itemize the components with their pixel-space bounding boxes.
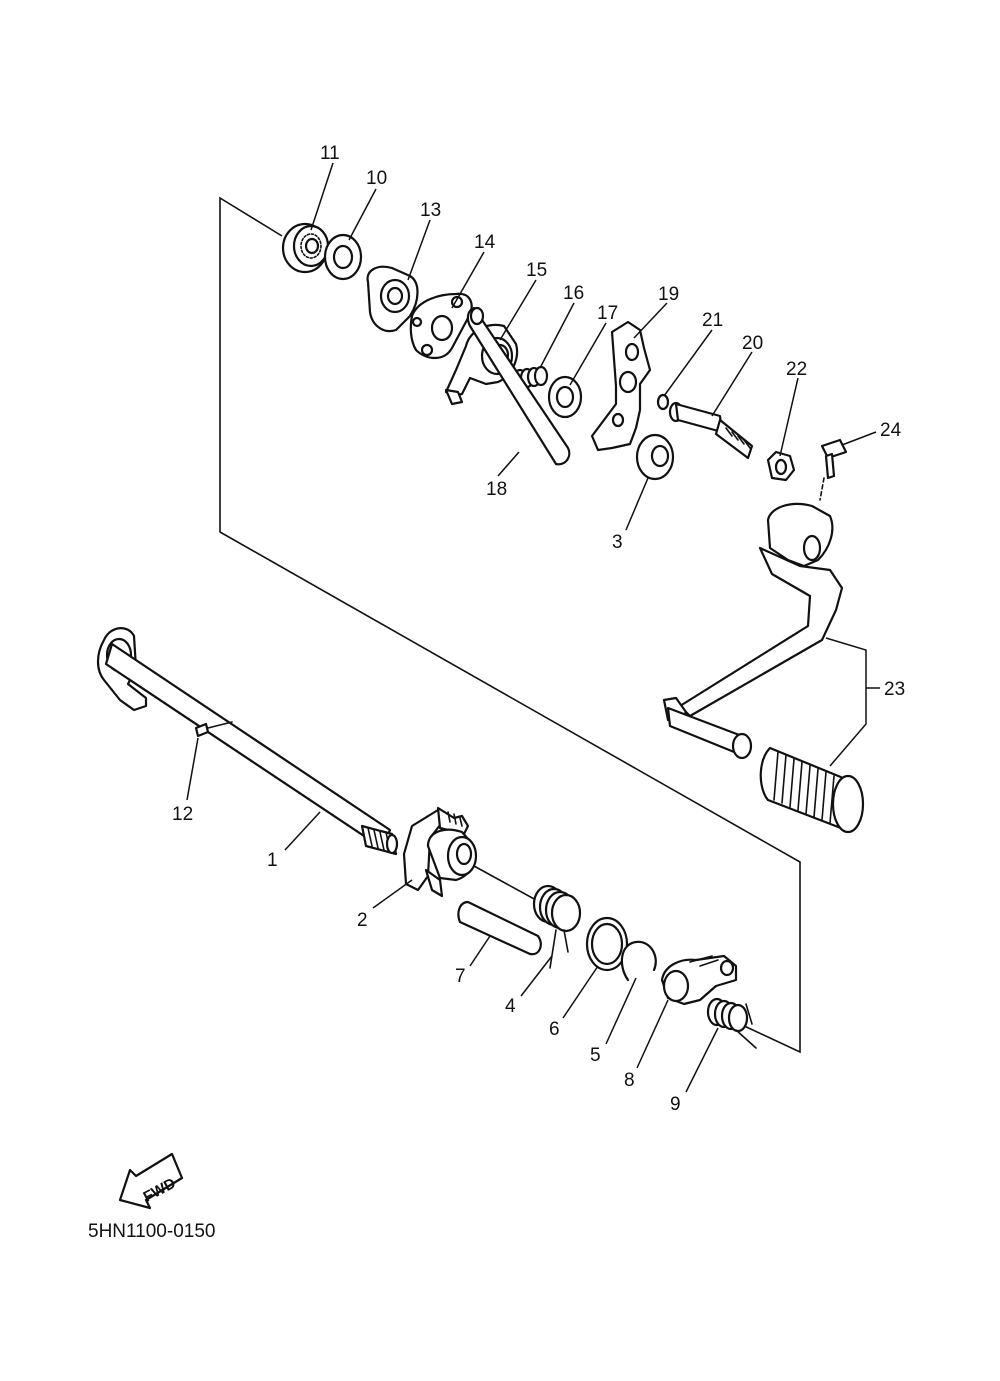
label-11[interactable]: 11 [320,143,340,164]
part-23-change-pedal[interactable] [662,502,865,834]
label-16[interactable]: 16 [563,283,584,304]
label-19[interactable]: 19 [658,284,679,305]
part-3-collar[interactable] [635,433,675,481]
label-8[interactable]: 8 [624,1070,635,1091]
part-1-shift-shaft[interactable] [96,627,399,856]
label-14[interactable]: 14 [474,232,496,253]
part-6-washer[interactable] [585,916,629,972]
label-6[interactable]: 6 [549,1019,560,1040]
leader-lines [186,162,880,1093]
part-8-collar[interactable] [660,954,738,1006]
part-9-spring[interactable] [706,997,757,1049]
label-4[interactable]: 4 [505,996,516,1017]
part-19-stopper-lever[interactable] [590,320,652,452]
label-2[interactable]: 2 [357,910,368,931]
part-18-pin[interactable] [466,306,571,466]
label-22[interactable]: 22 [786,359,807,380]
label-17[interactable]: 17 [597,303,618,324]
diagram-code: 5HN1100-0150 [88,1221,215,1242]
label-1[interactable]: 1 [267,850,278,871]
part-22-nut[interactable] [766,450,796,482]
label-21[interactable]: 21 [702,310,723,331]
assembly-frame [219,196,801,1054]
label-13[interactable]: 13 [420,200,441,221]
label-9[interactable]: 9 [670,1094,681,1115]
part-11-oil-seal[interactable] [281,222,330,274]
part-13-collar[interactable] [366,265,419,333]
part-20-bolt[interactable] [668,401,754,460]
part-21-circlip[interactable] [656,393,670,411]
part-17-washer[interactable] [547,375,583,419]
label-12[interactable]: 12 [172,804,193,825]
label-20[interactable]: 20 [742,333,763,354]
label-10[interactable]: 10 [366,168,387,189]
part-4-return-spring[interactable] [473,865,582,969]
label-23[interactable]: 23 [884,679,905,700]
part-12-pin[interactable] [194,721,233,738]
fwd-arrow-icon: FWD [118,1152,184,1210]
label-3[interactable]: 3 [612,532,623,553]
part-24-bolt[interactable] [819,438,848,501]
part-labels: 11 10 13 14 15 16 17 19 21 20 22 24 18 3… [172,143,905,1115]
label-24[interactable]: 24 [880,420,902,441]
part-2-shift-arm[interactable] [402,806,478,898]
label-5[interactable]: 5 [590,1045,601,1066]
part-7-pin[interactable] [457,900,542,956]
part-10-washer[interactable] [323,233,363,281]
label-18[interactable]: 18 [486,479,507,500]
label-7[interactable]: 7 [455,966,466,987]
label-15[interactable]: 15 [526,260,547,281]
part-5-circlip[interactable] [620,940,657,982]
part-14-plate[interactable] [409,292,473,360]
